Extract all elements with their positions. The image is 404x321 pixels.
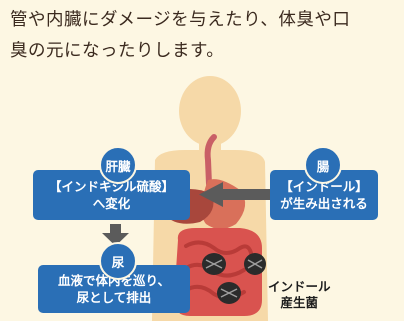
- urine-text-line-2: 尿として排出: [76, 290, 152, 305]
- intestine-badge: 腸: [304, 146, 342, 184]
- body-text-line-1: 管や内臓にダメージを与えたり、体臭や口: [10, 6, 404, 31]
- arrow-liver-to-urine: [102, 224, 129, 246]
- intestine-info-box: 【インドール】 が生み出される: [270, 170, 378, 220]
- arrow-intestine-to-liver: [199, 182, 270, 207]
- intestine-text-line-1: 【インドール】: [280, 179, 368, 194]
- esophagus-shape: [204, 134, 217, 187]
- bacteria-icon: [202, 253, 266, 304]
- urine-text-line-1: 血液で体内を巡り、: [57, 273, 170, 288]
- bacteria-label: インドール 産生菌: [268, 279, 331, 311]
- liver-text-line-1: 【インドキシル硫酸】: [48, 179, 174, 194]
- urine-badge: 尿: [99, 242, 137, 280]
- liver-badge: 肝臓: [99, 146, 137, 184]
- intestine-text-line-2: が生み出される: [280, 196, 368, 211]
- bacteria-label-line-1: インドール: [268, 279, 331, 294]
- liver-text-line-2: へ変化: [92, 196, 131, 211]
- head-shape: [179, 76, 241, 146]
- body-text-line-2: 臭の元になったりします。: [10, 37, 404, 62]
- bacteria-label-line-2: 産生菌: [280, 295, 319, 310]
